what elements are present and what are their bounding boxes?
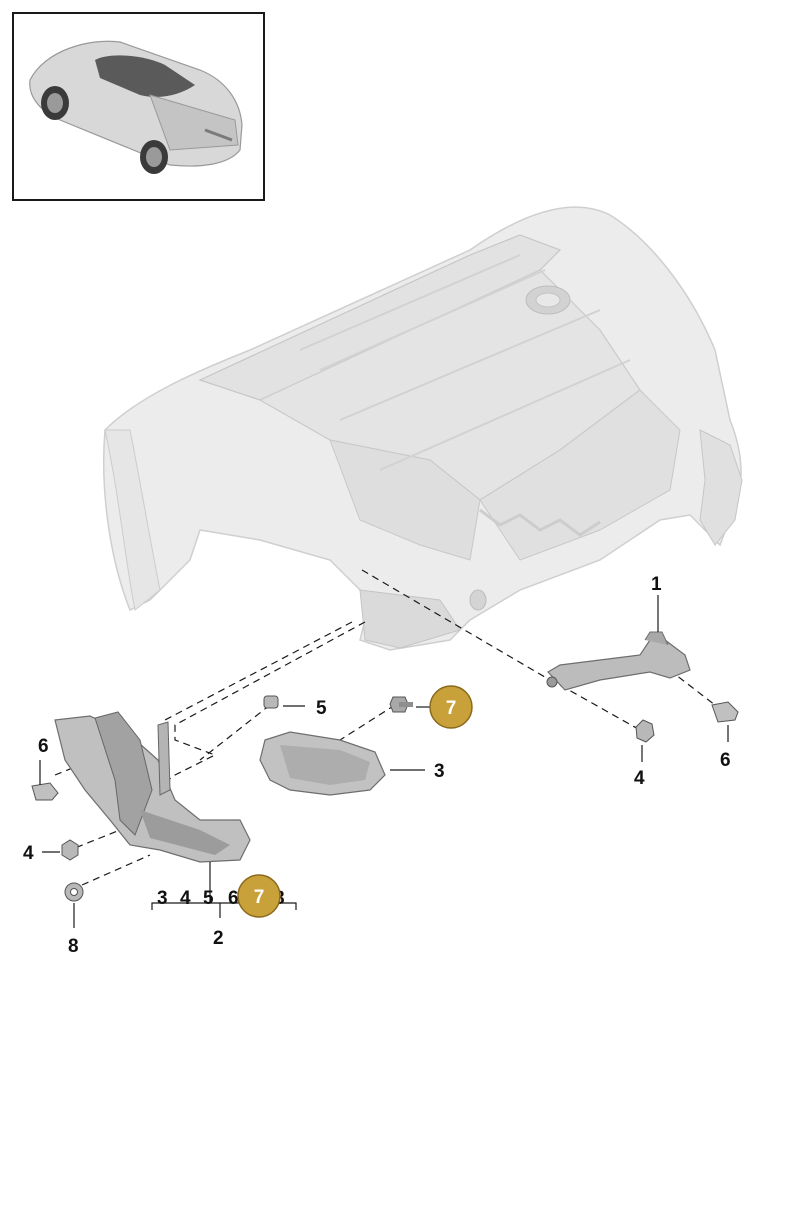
part-4-nut-left[interactable] [61,839,79,861]
callout-part-4-left[interactable]: 4 [23,843,34,864]
highlight-badge-part-7-top[interactable]: 7 [429,685,473,729]
callout-part-4-right[interactable]: 4 [634,768,645,789]
vehicle-thumbnail[interactable] [12,12,265,201]
part-1-bracket[interactable] [546,631,691,691]
callout-part-6-left[interactable]: 6 [38,736,49,757]
callout-part-1[interactable]: 1 [651,574,662,595]
callout-part-2[interactable]: 2 [213,928,224,949]
badge-label-part-7-group: 7 [254,887,265,908]
part-2-bracket-assembly[interactable] [54,711,251,863]
group-item-3[interactable]: 3 [157,888,168,909]
part-5-nut[interactable] [263,695,279,709]
group-item-6[interactable]: 6 [228,888,239,909]
group-item-5[interactable]: 5 [203,888,214,909]
callout-leaders [39,595,729,928]
part-6-clip-right[interactable] [711,701,739,723]
car-thumbnail-icon [29,40,243,174]
callout-part-6-right[interactable]: 6 [720,750,731,771]
callout-part-8[interactable]: 8 [68,936,79,957]
group-item-4[interactable]: 4 [180,888,191,909]
highlight-badge-part-7-group[interactable]: 7 [237,874,281,918]
part-3-cover[interactable] [259,731,386,796]
part-7-bolt-top[interactable] [389,696,413,713]
leader-lines [54,569,716,886]
rear-body-structure [103,206,743,651]
badge-label-part-7-top: 7 [446,698,457,719]
callout-part-5[interactable]: 5 [316,698,327,719]
part-4-nut-right[interactable] [635,719,655,743]
part-8-washer[interactable] [64,882,84,902]
callout-part-3[interactable]: 3 [434,761,445,782]
part-6-clip-left[interactable] [31,782,59,801]
